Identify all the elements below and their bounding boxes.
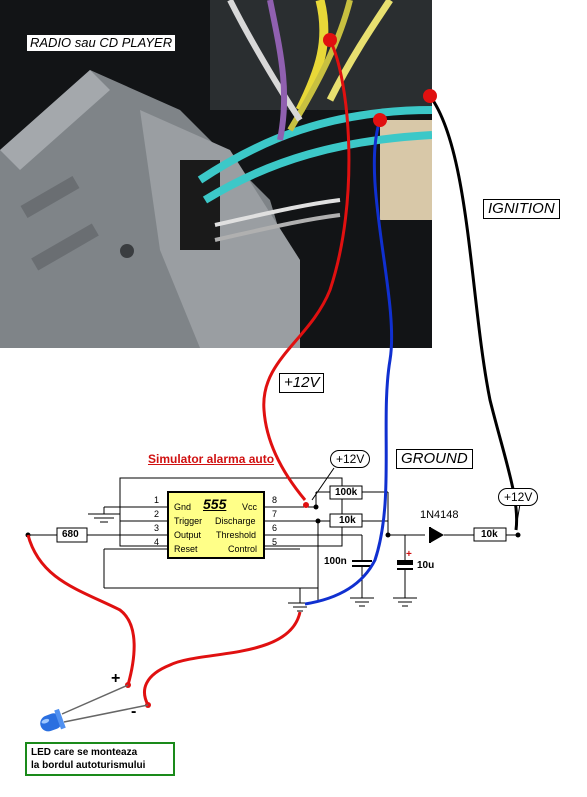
pin-6-name: Threshold [216, 530, 257, 540]
wire-yellow [326, 0, 393, 102]
wire-yellow-green [287, 0, 353, 132]
cap-10u-label: 10u [417, 560, 435, 571]
plus12-radio-label: +12V [279, 373, 325, 393]
plus12-wire [262, 39, 351, 501]
resistor-100k [329, 485, 363, 500]
resistor-10k-timer [329, 513, 363, 528]
pin-8-number: 8 [272, 495, 278, 505]
ground-tap-point [373, 113, 387, 127]
cap-10u-polarity: + [406, 549, 412, 560]
ground-wire [304, 119, 394, 606]
led-note-line2: la bordul autoturismului [31, 760, 146, 771]
wire-cyan [202, 131, 432, 204]
radio-photo: RADIO sau CD PLAYER [0, 0, 432, 348]
plus12-tap-point [323, 33, 337, 47]
pin-7-name: Discharge [215, 516, 256, 526]
pin-6-number: 6 [272, 523, 278, 533]
chassis-slot [20, 175, 80, 219]
wire-cyan [197, 106, 432, 184]
pin-3-name: Output [174, 530, 202, 540]
led-body [40, 713, 62, 732]
resistor-10k-timer-label: 10k [339, 515, 356, 526]
plus12-end [303, 502, 309, 508]
led-lead-minus [63, 704, 149, 723]
led-highlight [41, 718, 50, 724]
pin-8-name: Vcc [242, 502, 258, 512]
led-icon [40, 708, 66, 732]
radio-photo-illustration [0, 0, 432, 348]
resistor-680 [56, 527, 88, 543]
led-minus-wire [143, 611, 302, 706]
pin-5-number: 5 [272, 537, 278, 547]
supply-node [385, 532, 391, 538]
ground-label: GROUND [396, 449, 473, 469]
photo-title: RADIO sau CD PLAYER [27, 35, 176, 51]
ignition-label: IGNITION [483, 199, 560, 219]
wire-white [227, 0, 303, 122]
resistor-10k-ignition [473, 527, 507, 542]
pin-2-name: Trigger [174, 516, 203, 526]
led-plus-sign: + [111, 670, 121, 687]
pin-7-number: 7 [272, 509, 278, 519]
chassis-slot [31, 223, 99, 271]
resistor-100k-label: 100k [335, 487, 358, 498]
led-minus-sign: - [131, 703, 137, 720]
led-note: LED care se monteaza la bordul autoturis… [25, 742, 175, 776]
resistor-10k-ignition-label: 10k [481, 529, 498, 540]
ic-number: 555 [203, 496, 227, 512]
wire-purple [267, 0, 288, 141]
pin-1-number: 1 [154, 495, 160, 505]
cap-100n-label: 100n [324, 556, 347, 567]
led-lead-plus [61, 684, 129, 715]
pin-4-name: Reset [174, 544, 198, 554]
wire-white [214, 198, 341, 227]
plus12-right-bubble: +12V [498, 488, 539, 506]
pin-3-number: 3 [154, 523, 160, 533]
ignition-node [515, 532, 521, 538]
cap-10u [397, 560, 413, 565]
plus12-pointer [311, 467, 335, 501]
radio-chassis-edge [0, 70, 110, 170]
pin-5-name: Control [228, 544, 258, 554]
wire-grey [214, 213, 341, 242]
chassis-screw [120, 244, 134, 258]
diode-1n4148 [430, 527, 444, 543]
circuit-title: Simulator alarma auto [148, 452, 275, 466]
ic-555-body [167, 491, 265, 559]
led-plus-wire [26, 534, 136, 686]
ignition-tap-point [423, 89, 437, 103]
pin-4-number: 4 [154, 537, 160, 547]
led-rim [54, 708, 66, 730]
pin-2-number: 2 [154, 509, 160, 519]
diode-label: 1N4148 [420, 509, 459, 521]
pin-1-name: Gnd [174, 502, 192, 512]
resistor-680-label: 680 [62, 529, 79, 540]
led-note-line1: LED care se monteaza [31, 747, 138, 758]
plus12-pin8-bubble: +12V [330, 450, 371, 468]
